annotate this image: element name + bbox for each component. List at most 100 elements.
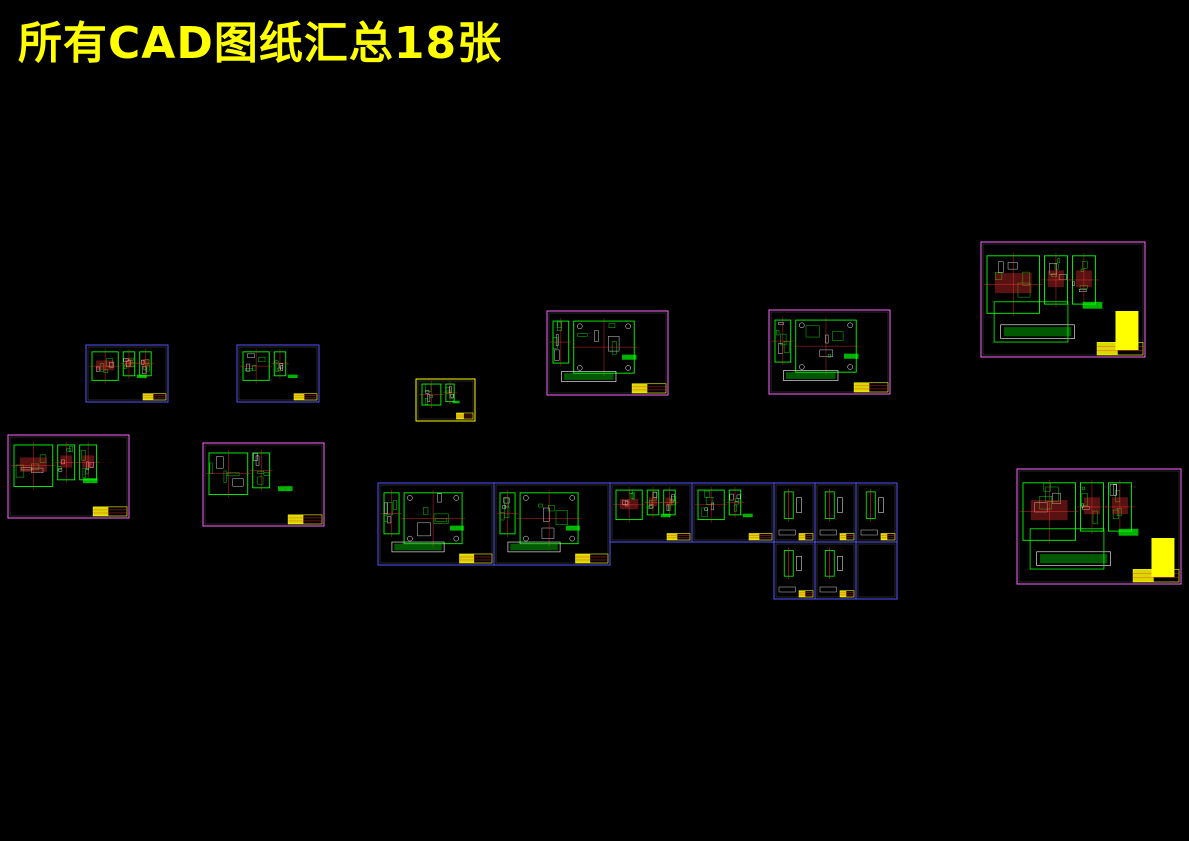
notes-block: [742, 513, 753, 518]
sheet-frame: [493, 482, 611, 566]
title-block: [92, 506, 128, 517]
sheet-frame: [415, 378, 476, 422]
drawing-views: [819, 547, 843, 593]
title-block: [666, 533, 691, 541]
notes-block: [136, 374, 147, 379]
title-block: [839, 590, 855, 598]
sheet-frame: [814, 482, 857, 543]
sheet-frame: [980, 241, 1146, 358]
title-block: [839, 533, 855, 541]
drawing-view: [726, 487, 744, 518]
sheet-inner-border: [770, 311, 889, 393]
cad-sheet-5[interactable]: [202, 442, 325, 527]
drawing-view: [644, 487, 662, 518]
notes-block: [660, 513, 671, 518]
drawing-view: [1041, 252, 1071, 308]
drawing-view: [249, 449, 273, 491]
title-block: [293, 393, 318, 401]
sheet-inner-border: [693, 484, 773, 541]
drawing-views: [778, 547, 802, 593]
title-block: [798, 590, 814, 598]
sheet-frame: [202, 442, 325, 527]
drawing-view: [792, 317, 860, 376]
plan-view: [1029, 528, 1105, 570]
notes-block: [844, 353, 859, 359]
drawing-views: [550, 318, 638, 382]
page-title: 所有CAD图纸汇总18张: [18, 18, 503, 69]
cad-sheet-3[interactable]: [415, 378, 476, 422]
sheet-frame: [236, 344, 320, 403]
cad-sheet-7[interactable]: [768, 309, 891, 395]
drawing-view: [695, 487, 728, 523]
cad-sheet-15[interactable]: [814, 482, 857, 543]
sheet-inner-border: [775, 543, 814, 598]
drawing-view: [984, 252, 1043, 317]
sheet-frame: [546, 310, 669, 396]
sheet-inner-border: [857, 484, 896, 541]
cad-sheet-19[interactable]: [855, 541, 898, 600]
sheet-frame: [768, 309, 891, 395]
notes-block: [278, 486, 293, 492]
drawing-view: [89, 348, 122, 384]
title-block: [748, 533, 773, 541]
drawing-view: [271, 348, 289, 379]
drawing-view: [136, 348, 155, 379]
sheet-frame: [855, 541, 898, 600]
cad-sheet-11[interactable]: [493, 482, 611, 566]
drawing-view: [1020, 479, 1079, 544]
section-view: [1000, 324, 1075, 339]
sheet-inner-border: [611, 484, 691, 541]
cad-sheet-9[interactable]: [1016, 468, 1182, 585]
cad-sheet-13[interactable]: [691, 482, 775, 543]
drawing-view: [206, 449, 251, 498]
drawing-view: [517, 489, 582, 547]
drawing-views: [613, 487, 679, 523]
sheet-inner-border: [1018, 470, 1180, 583]
cad-sheet-2[interactable]: [236, 344, 320, 403]
drawing-views: [497, 489, 582, 553]
drawing-views: [778, 488, 802, 536]
drawing-view: [54, 441, 78, 483]
notes-block: [83, 478, 98, 484]
sheet-frame: [7, 434, 130, 519]
section-view: [561, 371, 617, 382]
drawing-view: [1069, 252, 1099, 308]
plan-view: [993, 301, 1069, 343]
section-view: [507, 541, 561, 553]
cad-sheet-8[interactable]: [980, 241, 1146, 358]
drawing-views: [206, 449, 293, 498]
sheet-inner-border: [775, 484, 814, 541]
cad-sheet-16[interactable]: [855, 482, 898, 543]
sheet-inner-border: [816, 543, 855, 598]
drawing-view: [570, 318, 638, 377]
cad-sheet-10[interactable]: [377, 482, 495, 566]
title-block: [459, 553, 493, 564]
drawing-view: [613, 487, 646, 523]
drawing-views: [695, 487, 753, 523]
notes-block: [1082, 301, 1103, 309]
cad-sheet-4[interactable]: [7, 434, 130, 519]
section-view: [783, 370, 839, 381]
sheet-inner-border: [982, 243, 1144, 356]
drawing-views: [240, 348, 298, 384]
cad-sheet-6[interactable]: [546, 310, 669, 396]
section-view: [391, 541, 445, 553]
cad-sheet-12[interactable]: [609, 482, 693, 543]
drawing-view: [660, 487, 679, 518]
cad-sheet-1[interactable]: [85, 344, 169, 403]
drawing-view: [76, 441, 100, 483]
notes-block: [452, 400, 460, 404]
sheet-frame: [773, 482, 816, 543]
title-block: [287, 514, 323, 525]
notes-block: [449, 525, 464, 531]
sheet-frame: [855, 482, 898, 543]
drawing-views: [860, 488, 884, 536]
cad-sheet-17[interactable]: [773, 541, 816, 600]
cad-sheet-14[interactable]: [773, 482, 816, 543]
drawing-view: [1077, 479, 1107, 535]
title-block: [798, 533, 814, 541]
cad-sheet-18[interactable]: [814, 541, 857, 600]
drawing-view: [442, 381, 458, 405]
